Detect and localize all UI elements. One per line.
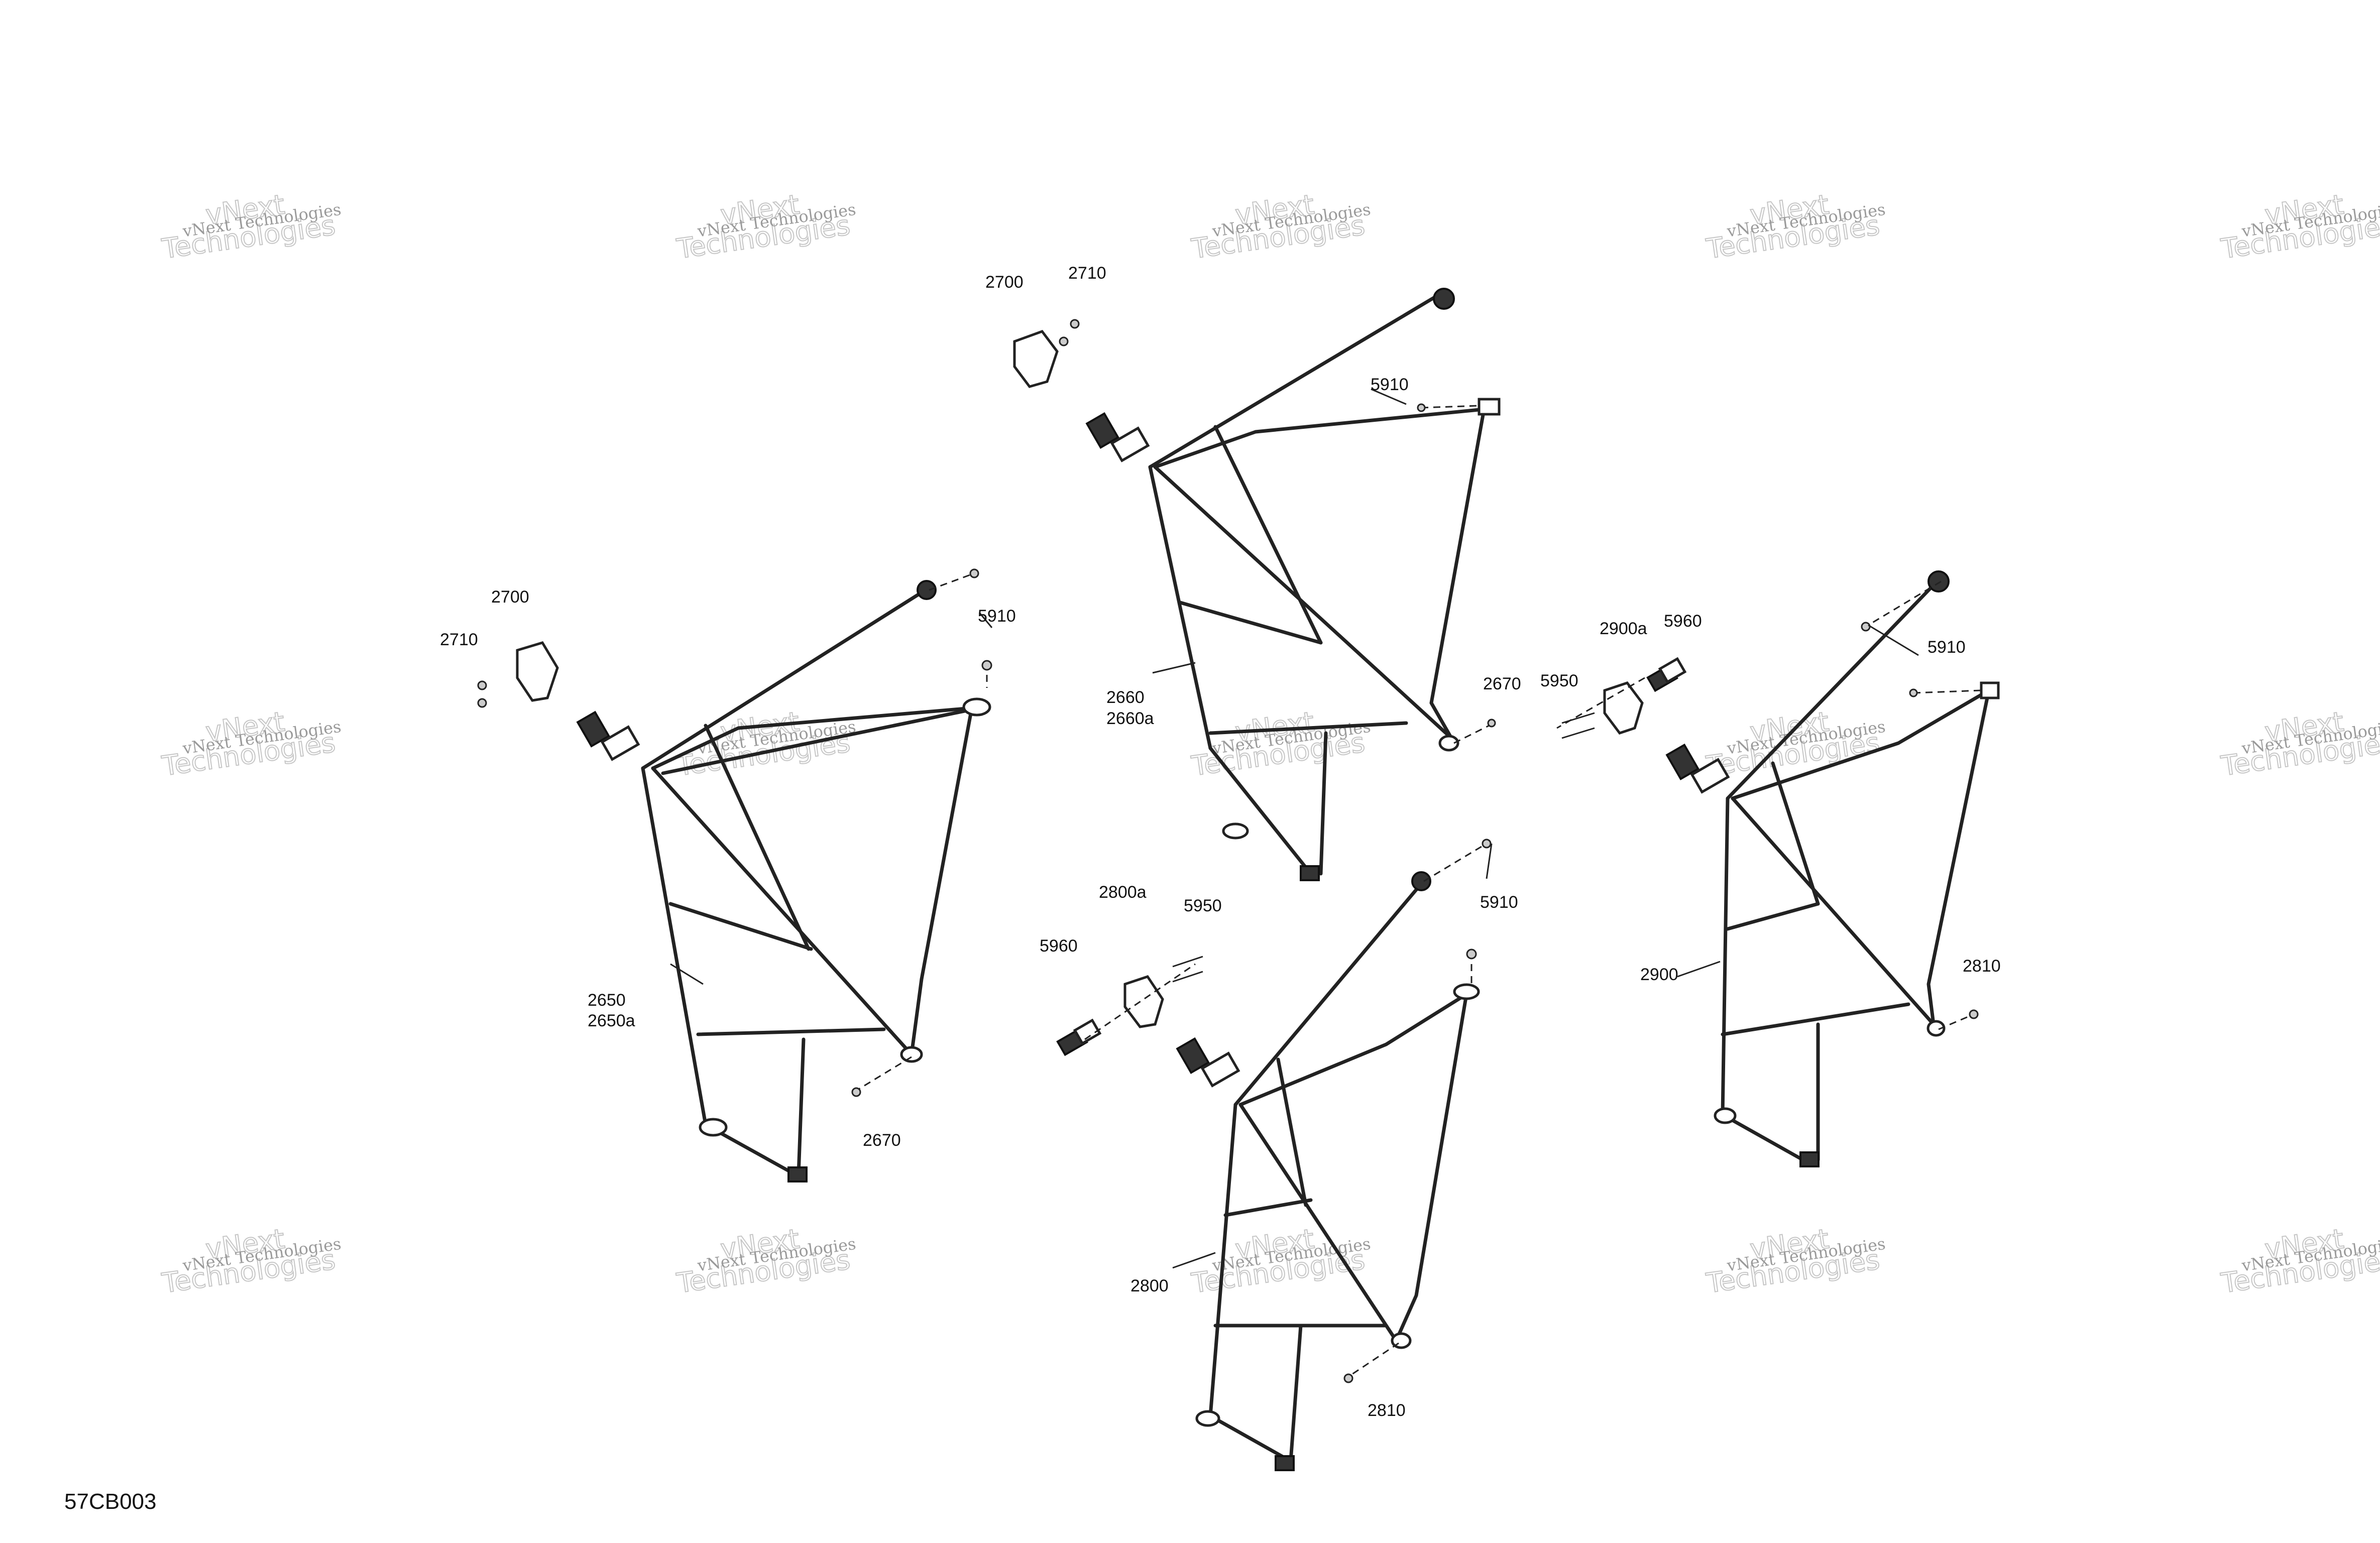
callout-2810-a: 2810 [1963, 957, 2001, 976]
callouts: 2700 2710 2700 2710 5910 5910 5910 5910 … [440, 264, 2001, 1420]
callout-2900a: 2900a [1600, 619, 1647, 638]
bracket-2700-top [1013, 319, 1080, 388]
callout-2660a: 2660a [1106, 709, 1154, 728]
callout-5950-a: 5950 [1540, 671, 1578, 690]
side-net-frame-2800 [1176, 871, 1480, 1471]
callout-2710-left: 2710 [440, 630, 478, 649]
callout-2810-b: 2810 [1368, 1401, 1406, 1420]
callout-2700-top: 2700 [985, 273, 1024, 292]
callout-2700-left: 2700 [491, 587, 529, 607]
callout-2670-b: 2670 [863, 1131, 901, 1150]
bracket-2800a [1056, 956, 1203, 1056]
figure-id: 57CB003 [64, 1489, 156, 1514]
leader-lines [670, 388, 1919, 1269]
callout-2710-top: 2710 [1068, 264, 1106, 283]
side-net-frame-2900 [1665, 570, 2000, 1167]
callout-5910-c: 5910 [1928, 638, 1966, 657]
side-net-frame-2660 [1085, 288, 1501, 881]
callout-2650a: 2650a [588, 1011, 635, 1030]
bracket-2700-left [477, 641, 559, 708]
callout-5960-b: 5960 [1040, 936, 1078, 956]
callout-2900: 2900 [1640, 965, 1678, 984]
callout-5960-a: 5960 [1664, 612, 1702, 631]
callout-5910-b: 5910 [978, 607, 1016, 626]
callout-5910-d: 5910 [1480, 893, 1518, 912]
callout-2800a: 2800a [1099, 883, 1147, 902]
bracket-2900a [1561, 657, 1687, 739]
callout-2670-a: 2670 [1483, 674, 1521, 693]
callout-2650: 2650 [588, 991, 626, 1010]
callout-2660: 2660 [1106, 688, 1145, 707]
callout-5950-b: 5950 [1184, 896, 1222, 915]
callout-2800: 2800 [1130, 1276, 1169, 1295]
side-net-frame-2650 [576, 580, 991, 1182]
callout-5910-a: 5910 [1371, 375, 1409, 394]
